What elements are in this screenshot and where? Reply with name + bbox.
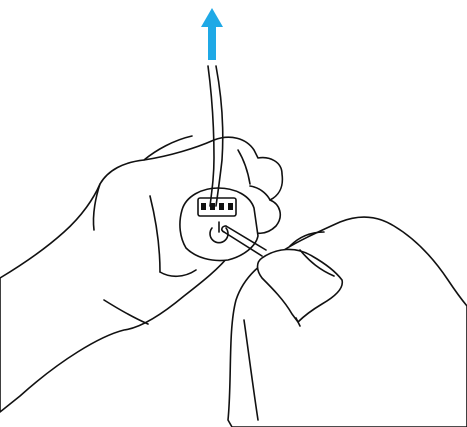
terminal-screw [228, 203, 233, 210]
terminal-screws [201, 203, 233, 210]
wire [207, 65, 224, 207]
terminal-screw [219, 203, 224, 210]
switch-module [179, 187, 259, 262]
terminal-screw [210, 203, 215, 210]
up-arrow-icon [201, 8, 223, 60]
terminal-screw [201, 203, 206, 210]
right-hand [227, 216, 467, 427]
power-icon [209, 221, 229, 244]
screwdriver [221, 225, 267, 257]
